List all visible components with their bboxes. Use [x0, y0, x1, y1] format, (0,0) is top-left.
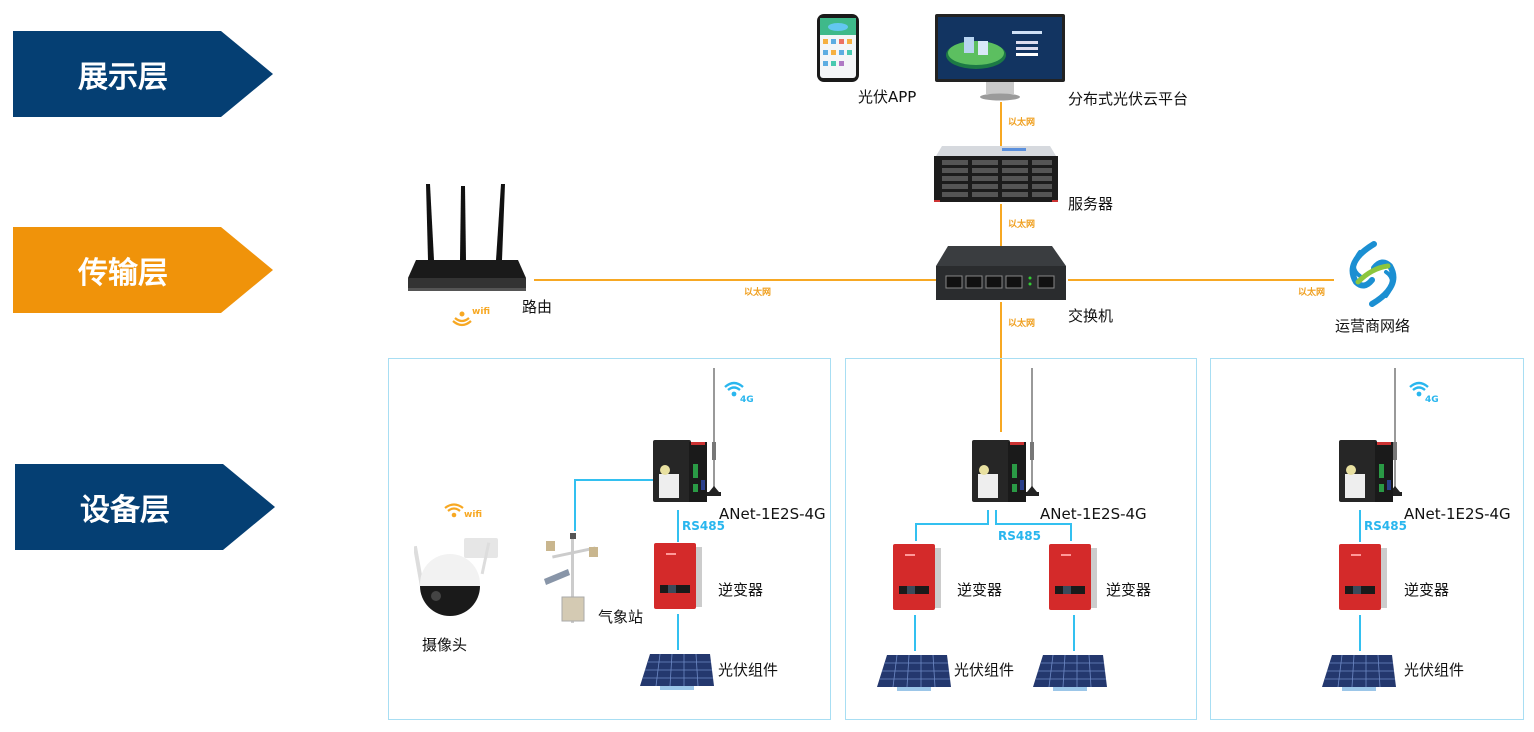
gateway-4g-icon — [1409, 381, 1431, 399]
inverter-icon — [893, 544, 943, 612]
gateway-4g-badge: 4G — [1425, 395, 1439, 405]
platform-label: 分布式光伏云平台 — [1068, 90, 1189, 108]
camera-wifi-badge: wifi — [464, 510, 483, 520]
layer-device-label: 设备层 — [80, 493, 170, 528]
gateway-label: ANet-1E2S-4G — [1404, 505, 1511, 523]
gateway-device-icon — [972, 440, 1028, 504]
inverter-label: 逆变器 — [1404, 581, 1450, 599]
gateway-4g-icon — [724, 381, 746, 399]
device-group-2 — [845, 358, 1197, 720]
line-router-switch — [534, 279, 936, 281]
layer-display-label: 展示层 — [78, 60, 168, 95]
line-switch-devices — [1000, 302, 1002, 432]
weather-station-icon — [540, 533, 606, 623]
line-platform-server — [1000, 102, 1002, 146]
layer-transport-label: 传输层 — [78, 256, 168, 291]
link-label-platform-server: 以太网 — [1008, 118, 1036, 128]
line-server-switch — [1000, 204, 1002, 246]
pv-label: 光伏组件 — [718, 661, 779, 679]
inverter-icon — [654, 543, 704, 611]
line-inverter-pv — [1073, 615, 1075, 651]
router-icon — [406, 182, 528, 294]
line-weather-gateway-h — [574, 479, 654, 481]
line-rs485-left-drop — [915, 523, 917, 541]
link-label-switch-carrier: 以太网 — [1298, 288, 1326, 298]
inverter-label: 逆变器 — [1106, 581, 1152, 599]
pv-label: 光伏组件 — [1404, 661, 1465, 679]
router-label: 路由 — [522, 298, 553, 316]
link-label-server-switch: 以太网 — [1008, 220, 1036, 230]
carrier-network-label: 运营商网络 — [1335, 317, 1411, 335]
device-group-1 — [388, 358, 831, 720]
inverter-label: 逆变器 — [957, 581, 1003, 599]
pv-label: 光伏组件 — [954, 661, 1015, 679]
inverter-icon — [1339, 544, 1389, 612]
line-rs485-right-drop — [1070, 523, 1072, 541]
rs485-label: RS485 — [682, 519, 725, 533]
server-icon — [932, 144, 1060, 204]
line-rs485-right-h — [995, 523, 1071, 525]
pv-panel-icon — [1322, 653, 1396, 693]
line-weather-gateway-v — [574, 479, 576, 531]
pv-panel-icon — [640, 652, 714, 692]
gateway-4g-badge: 4G — [740, 395, 754, 405]
rs485-label: RS485 — [1364, 519, 1407, 533]
router-wifi-icon — [452, 309, 472, 327]
gateway-device-icon — [653, 440, 709, 504]
line-rs485-left-h — [915, 523, 989, 525]
layer-display-banner: 展示层 — [13, 31, 273, 117]
weather-station-label: 气象站 — [598, 608, 644, 626]
line-inverter-pv — [914, 615, 916, 651]
pv-panel-icon — [877, 653, 951, 693]
cloud-platform-monitor-icon — [934, 13, 1066, 101]
camera-wifi-icon — [444, 503, 464, 519]
rs485-label: RS485 — [998, 529, 1041, 543]
layer-device-banner: 设备层 — [15, 464, 275, 550]
gateway-label: ANet-1E2S-4G — [719, 505, 826, 523]
line-rs485-right-v — [995, 510, 997, 524]
gateway-antenna-icon — [1024, 368, 1040, 502]
camera-label: 摄像头 — [422, 636, 468, 654]
line-rs485-1 — [677, 510, 679, 542]
line-rs485-3 — [1359, 510, 1361, 542]
gateway-label: ANet-1E2S-4G — [1040, 505, 1147, 523]
pv-panel-icon — [1033, 653, 1107, 693]
switch-icon — [934, 244, 1068, 302]
line-rs485-left-v — [987, 510, 989, 524]
line-inverter-pv-3 — [1359, 615, 1361, 651]
inverter-label: 逆变器 — [718, 581, 764, 599]
link-label-switch-devices: 以太网 — [1008, 319, 1036, 329]
device-group-3 — [1210, 358, 1524, 720]
switch-label: 交换机 — [1068, 307, 1114, 325]
layer-transport-banner: 传输层 — [13, 227, 273, 313]
phone-app-icon — [816, 13, 860, 83]
line-switch-carrier — [1068, 279, 1334, 281]
server-label: 服务器 — [1068, 195, 1114, 213]
gateway-antenna-icon — [706, 368, 722, 502]
inverter-icon — [1049, 544, 1099, 612]
link-label-router-switch: 以太网 — [744, 288, 772, 298]
line-inverter-pv-1 — [677, 614, 679, 650]
carrier-network-logo-icon — [1338, 238, 1408, 310]
gateway-device-icon — [1339, 440, 1395, 504]
camera-icon — [412, 534, 500, 620]
router-wifi-badge: wifi — [472, 307, 491, 317]
app-label: 光伏APP — [858, 88, 917, 106]
